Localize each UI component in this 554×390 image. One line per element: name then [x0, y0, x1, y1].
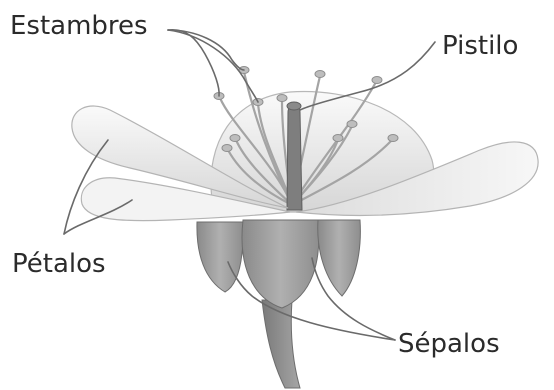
stamens-leader [168, 30, 219, 96]
label-petalos: Pétalos [12, 249, 106, 279]
anther [315, 71, 325, 78]
anther [230, 135, 240, 142]
sepal-left [197, 222, 243, 292]
stigma [287, 102, 301, 110]
anther [372, 77, 382, 84]
sepal-center [242, 220, 319, 308]
label-pistilo: Pistilo [442, 31, 518, 61]
pistil [287, 106, 302, 210]
label-sepalos: Sépalos [398, 329, 500, 359]
anther [388, 135, 398, 142]
anther [277, 95, 287, 102]
anther [347, 121, 357, 128]
sepal-right [318, 220, 361, 296]
sepals [197, 220, 360, 308]
anther [222, 145, 232, 152]
label-estambres: Estambres [10, 11, 148, 41]
anther [333, 135, 343, 142]
